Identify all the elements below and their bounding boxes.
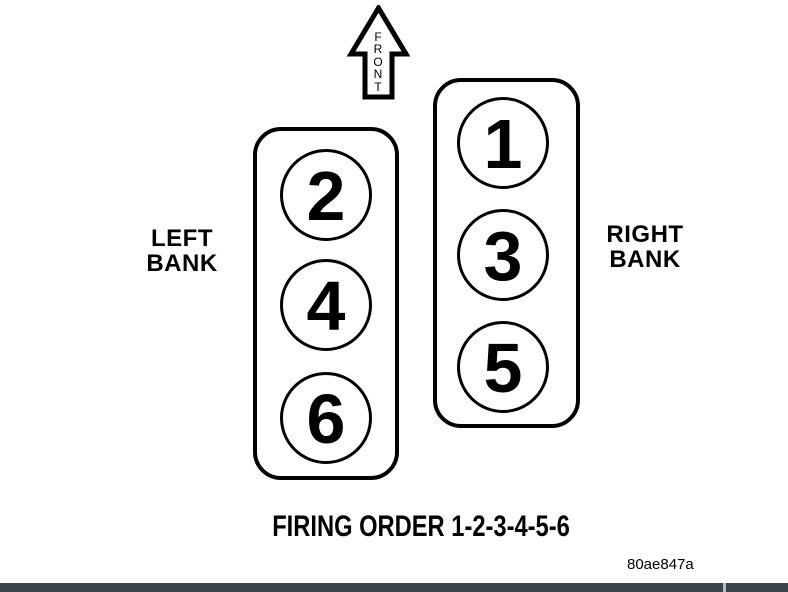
- right-bank-outline: 1 3 5: [433, 78, 580, 428]
- cylinder-2-marker: 2: [280, 149, 372, 241]
- bottom-bar: [0, 583, 788, 592]
- cylinder-5-marker: 5: [457, 321, 549, 413]
- front-arrow-label: FRONT: [373, 30, 383, 94]
- cylinder-1-marker: 1: [457, 97, 549, 189]
- firing-order-caption: FIRING ORDER 1-2-3-4-5-6: [272, 510, 570, 543]
- cylinder-6-number: 6: [306, 379, 346, 458]
- bottom-bar-divider: [723, 583, 726, 592]
- cylinder-1-number: 1: [483, 104, 523, 183]
- figure-code: 80ae847a: [627, 556, 694, 573]
- cylinder-3-number: 3: [483, 216, 523, 295]
- cylinder-5-number: 5: [483, 328, 523, 407]
- cylinder-6-marker: 6: [280, 372, 372, 464]
- right-bank-label: RIGHT BANK: [606, 221, 684, 273]
- left-bank-label: LEFT BANK: [146, 225, 218, 277]
- cylinder-2-number: 2: [306, 156, 346, 235]
- cylinder-4-marker: 4: [280, 259, 372, 351]
- cylinder-3-marker: 3: [457, 209, 549, 301]
- front-arrow-icon: [346, 5, 411, 100]
- left-bank-outline: 2 4 6: [253, 127, 399, 480]
- cylinder-4-number: 4: [306, 266, 346, 345]
